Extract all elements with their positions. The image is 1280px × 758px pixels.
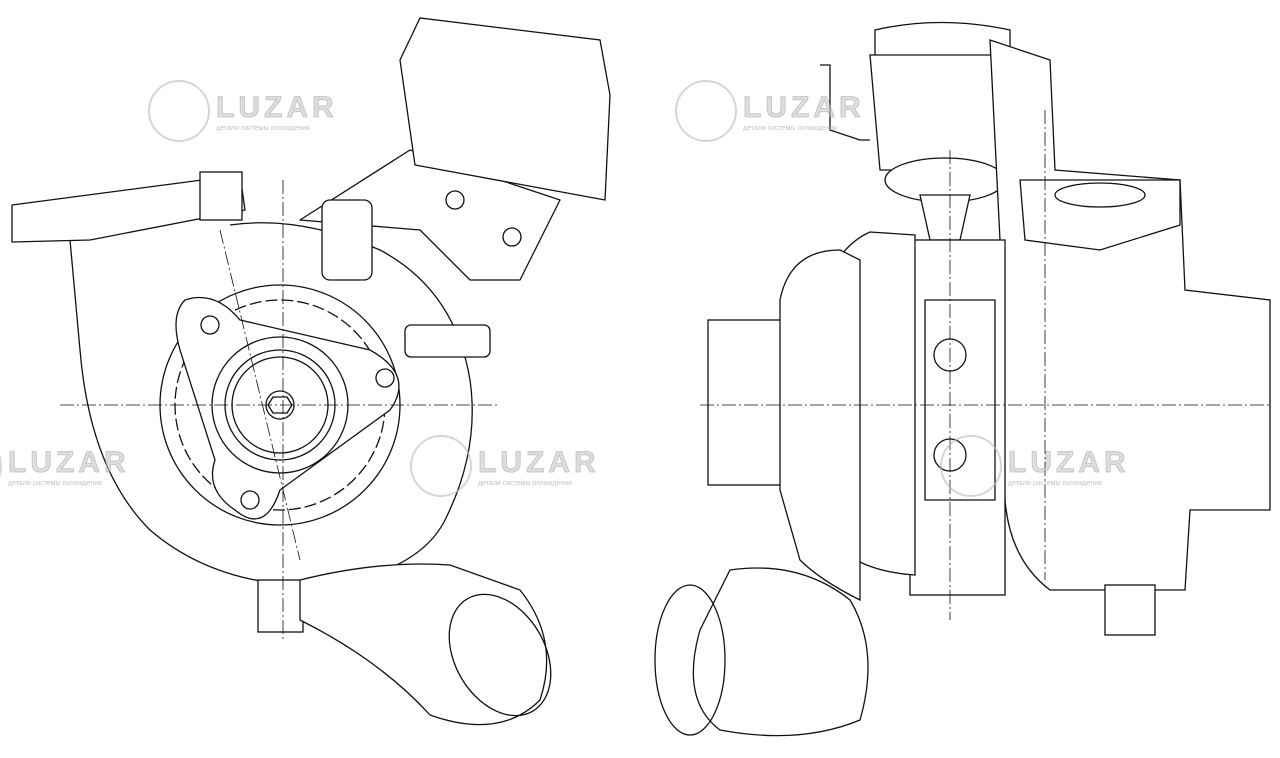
compressor-inlet-side xyxy=(779,249,861,602)
actuator-bracket xyxy=(299,149,561,281)
compressor-housing xyxy=(69,222,473,587)
watermark-emblem-icon xyxy=(148,80,210,142)
watermark-tagline: детали системы охлаждения xyxy=(478,479,572,487)
watermark-emblem-icon xyxy=(410,435,472,497)
front-view xyxy=(11,17,611,726)
turbine-flange xyxy=(175,296,400,520)
watermark-brand: LUZAR xyxy=(8,445,130,479)
actuator-can xyxy=(399,17,611,201)
watermark-brand: LUZAR xyxy=(216,90,338,124)
watermark-tagline: детали системы охлаждения xyxy=(216,124,310,132)
watermark-brand: LUZAR xyxy=(478,445,600,479)
watermark-tagline: детали системы охлаждения xyxy=(1008,479,1102,487)
watermark-brand: LUZAR xyxy=(1008,445,1130,479)
watermark-tagline: детали системы охлаждения xyxy=(8,479,102,487)
outlet-elbow xyxy=(299,563,548,726)
watermark-tagline: детали системы охлаждения xyxy=(743,124,837,132)
watermark-emblem-icon xyxy=(940,435,1002,497)
watermark-brand: LUZAR xyxy=(743,90,865,124)
watermark-emblem-icon xyxy=(675,80,737,142)
turbine-housing xyxy=(989,39,1271,591)
side-view xyxy=(654,21,1271,737)
flange-bolt xyxy=(199,171,243,221)
watermark-emblem-icon xyxy=(0,435,2,497)
outlet-elbow-side xyxy=(692,567,869,737)
